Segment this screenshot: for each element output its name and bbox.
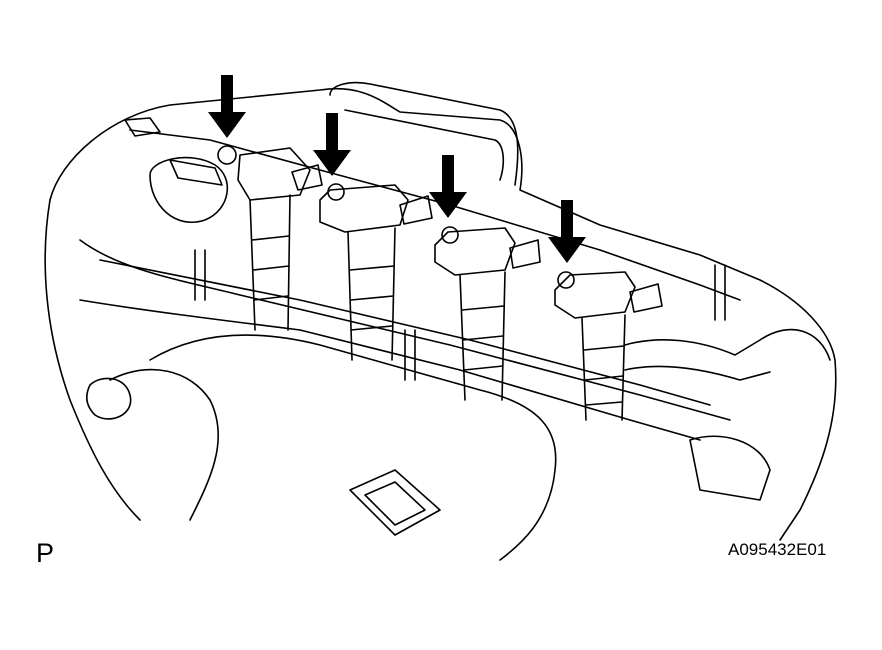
coil-3-head [434,227,516,276]
arrow-4 [548,200,586,263]
coil-1-boot [249,194,291,331]
stud-center [404,329,416,381]
coil-1-boot-ribs [251,235,290,301]
engine-left-side [44,199,141,521]
coil-2-bolt [327,183,345,201]
coil-4-connector [629,283,663,313]
stud-right [714,264,726,321]
view-label: P [36,538,55,568]
coil-2-boot [347,227,396,361]
right-hose [624,328,831,361]
valve-cover-rail-lower [79,299,701,441]
valve-cover-edge-front [79,239,731,421]
coil-1-bolt [217,145,237,165]
coil-3-boot-ribs [461,305,505,371]
coil-4-boot-ribs [583,345,625,406]
coil-4-head [554,271,636,319]
engine-outline [49,88,837,541]
coil-3-connector [509,239,541,269]
coil-2-connector [399,195,433,225]
coil-2-boot-ribs [349,265,395,331]
arrow-3 [429,155,467,218]
valve-cover-edge-top [129,129,741,301]
coil-1-connector [291,164,323,191]
intake-manifold-runner [109,368,219,521]
right-hose-lower [624,365,771,381]
top-hose-inner [344,109,505,181]
oil-filler-cap-tab [169,159,223,186]
figure-code: A095432E01 [728,540,827,559]
intake-manifold [149,334,557,561]
top-hose [329,81,519,186]
lower-right-bracket [689,435,771,501]
coil-2-head [319,184,409,233]
coil-3-bolt [441,226,459,244]
coil-1-head [237,147,311,201]
left-bracket [124,117,161,137]
warning-label-box [349,469,441,536]
intake-manifold-flange [85,377,132,420]
arrow-2 [313,113,351,176]
oil-filler-cap [149,156,229,223]
arrow-1 [208,75,246,138]
stud-left [194,249,206,301]
warning-label-inner [364,481,426,526]
coil-4-bolt [557,271,575,289]
